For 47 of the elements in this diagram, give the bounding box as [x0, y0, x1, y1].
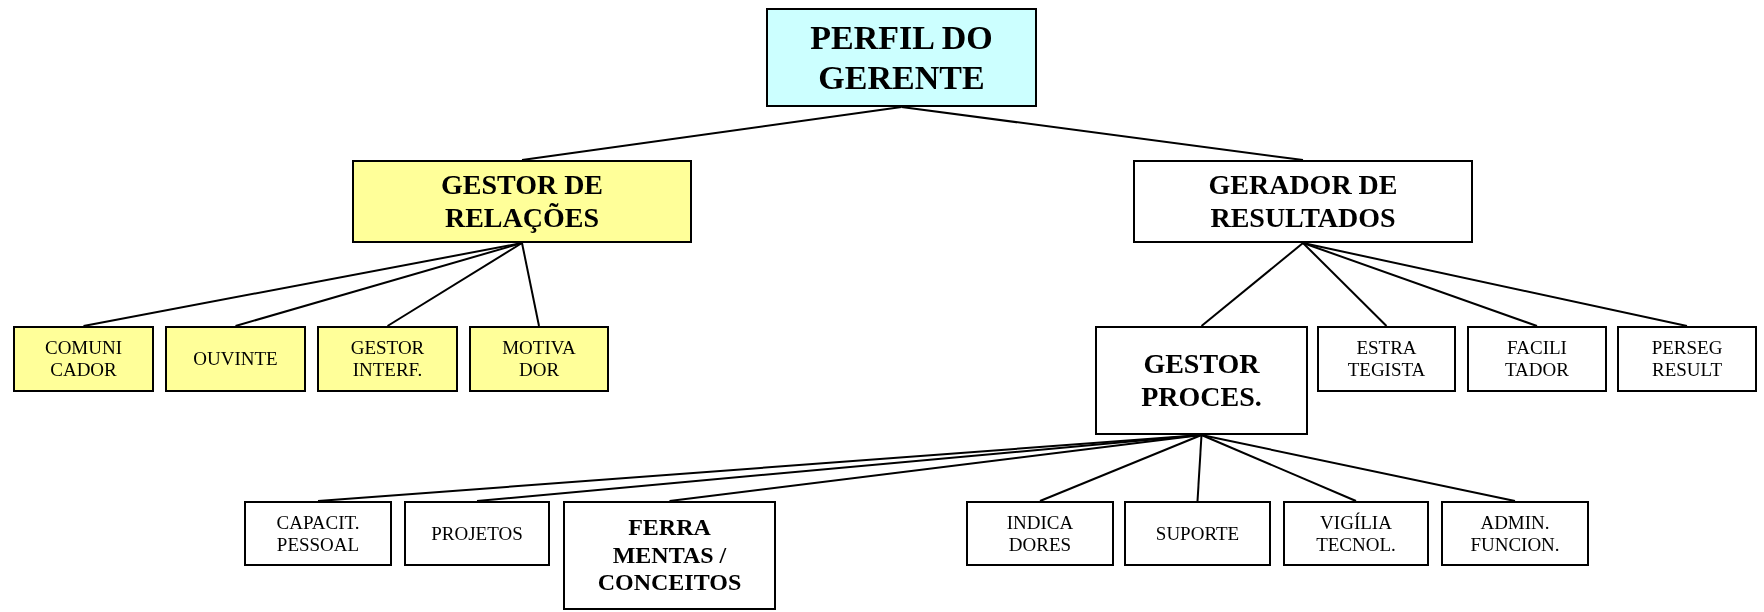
- node-label: GESTOR PROCES.: [1140, 348, 1263, 413]
- text-box: [404, 501, 550, 566]
- node-label: INDICA DORES: [1005, 511, 1075, 556]
- node-label: GESTOR DE RELAÇÕES: [439, 169, 605, 234]
- text-box: [469, 326, 609, 392]
- text-box: [1283, 501, 1429, 566]
- node-label: ADMIN. FUNCION.: [1469, 511, 1561, 556]
- connector-line: [1200, 434, 1357, 502]
- text-box: [1124, 501, 1271, 566]
- text-box: [317, 326, 458, 392]
- node-label: FACILI TADOR: [1504, 337, 1570, 381]
- text-box: [165, 326, 306, 392]
- connector-line: [1200, 242, 1304, 327]
- connector-line: [1200, 434, 1516, 502]
- text-box: [1467, 326, 1607, 392]
- text-box: [1317, 326, 1456, 392]
- text-box: [1617, 326, 1757, 392]
- node-label: PERFIL DO GERENTE: [809, 18, 994, 97]
- node-label: GESTOR INTERF.: [349, 337, 426, 381]
- text-box: [766, 8, 1037, 107]
- connector-line: [386, 242, 523, 327]
- text-box: [563, 501, 776, 610]
- node-label: OUVINTE: [193, 348, 278, 370]
- text-box: [1441, 501, 1589, 566]
- text-box: [244, 501, 392, 566]
- node-label: SUPORTE: [1155, 522, 1240, 545]
- text-box: [352, 160, 692, 243]
- connector-line: [1039, 434, 1203, 502]
- connector-line: [1302, 242, 1538, 327]
- node-label: ESTRA TEGISTA: [1346, 337, 1427, 381]
- node-label: FERRA MENTAS / CONCEITOS: [596, 514, 743, 597]
- node-label: GERADOR DE RESULTADOS: [1207, 169, 1399, 234]
- node-label: PROJETOS: [431, 522, 523, 545]
- node-label: CAPACIT. PESSOAL: [275, 511, 361, 556]
- text-box: [1133, 160, 1473, 243]
- node-label: PERSEG RESULT: [1650, 337, 1724, 381]
- text-box: [1095, 326, 1308, 435]
- connector-line: [521, 242, 540, 327]
- connector-line: [1196, 434, 1203, 502]
- node-label: MOTIVA DOR: [501, 337, 577, 381]
- connector-line: [900, 106, 1304, 161]
- connector-line: [521, 106, 903, 161]
- connector-line: [1302, 242, 1388, 327]
- text-box: [966, 501, 1114, 566]
- text-box: [13, 326, 154, 392]
- node-label: VIGÍLIA TECNOL.: [1315, 511, 1397, 556]
- node-label: COMUNI CADOR: [43, 337, 124, 381]
